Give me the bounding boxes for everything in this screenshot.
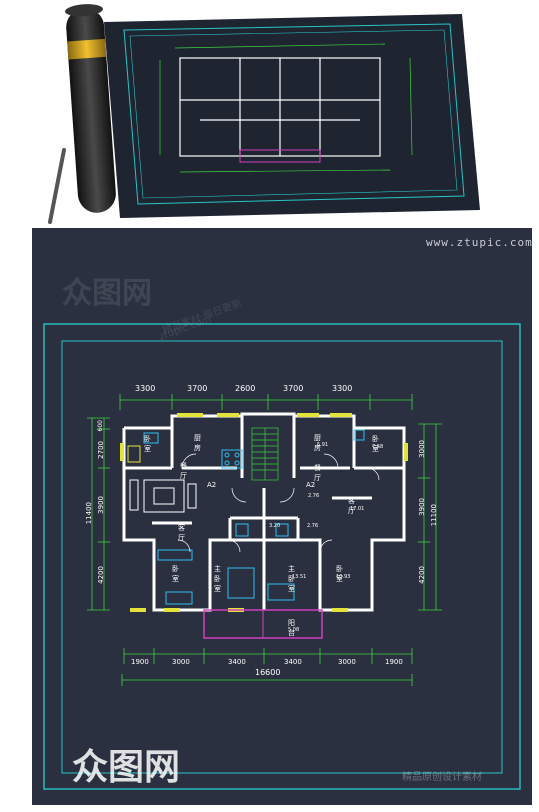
fixtures [143,429,365,605]
kitchen-counter [127,445,141,463]
small-sheet-frame [123,23,465,205]
dim-left-1: 600 [97,420,104,432]
dimension-lines [87,394,442,686]
room-dining-right: 餐厅 [314,464,321,482]
dim-top-3: 2600 [235,384,256,393]
room-balcony-area: 5.08 [288,627,300,633]
room-bedroom-lower-right: 卧室 [336,565,343,583]
room-bedroom-lower-right-area: 10.93 [336,574,351,580]
dim-bottom-3: 3400 [228,658,246,666]
small-floor-plan [179,57,381,157]
outer-frame [43,323,521,790]
dim-top-1: 3300 [135,384,156,393]
room-dining-left: 餐厅 [180,462,187,480]
dim-bottom-1: 1900 [131,658,149,666]
room-bath-area-left: 3.20 [269,523,281,529]
room-kitchen-right: 厨房 [314,434,321,452]
room-bedroom-lower-left: 卧室 [172,565,179,583]
watermark-bottom-text: 精品原创设计素材 [402,772,482,783]
room-master-right: 主卧室 [288,565,295,593]
watermark-logo-top: 众图网 [62,276,152,311]
dim-right-1: 3000 [418,440,426,458]
room-bedroom-upper-right: 卧室 [372,435,379,453]
dim-bottom-6: 1900 [385,658,403,666]
site-url: www.ztupic.com [426,236,533,249]
dim-right-2: 3900 [418,498,426,516]
dim-bottom-4: 3400 [284,658,302,666]
unit-label-left: A2 [207,481,217,489]
dim-top-2: 3700 [187,384,208,393]
dim-bottom-total: 16600 [255,668,281,677]
room-bedroom-upper-right-area: 7.68 [372,444,384,450]
dim-left-4: 4200 [97,566,105,584]
dim-right-total: 11100 [430,504,438,527]
dim-left-2: 2700 [97,441,105,459]
stairs [251,427,279,481]
paper-roll [65,4,116,213]
dim-top-4: 3700 [283,384,304,393]
dim-bottom-2: 3000 [172,658,190,666]
room-hall-area: 2.76 [308,493,320,499]
dim-top-5: 3300 [332,384,353,393]
watermark-logo-bottom: 众图网 [72,747,181,788]
dim-right-3: 4200 [418,566,426,584]
drawing-sheet: www.ztupic.com [32,228,532,805]
room-balcony: 阳台 [288,619,295,637]
floor-plan-drawing [43,323,521,790]
windows [120,413,408,612]
inner-frame [61,340,503,774]
unit-label-right: A2 [306,481,316,489]
dim-bottom-5: 3000 [338,658,356,666]
dim-left-3: 3900 [97,496,105,514]
small-sheet [104,14,480,218]
door-swings [177,453,380,553]
room-living-right-area: 17.01 [350,506,365,512]
living-room-furniture [129,479,197,513]
dim-left-total: 11400 [85,502,93,525]
room-master-left: 主卧室 [214,565,221,593]
pen [48,148,66,224]
room-master-right-area: 13.51 [292,574,307,580]
room-bedroom-upper-left: 卧室 [144,435,151,453]
room-living-right: 客厅 [348,497,355,515]
room-living-left: 客厅 [178,524,185,542]
room-kitchen-left: 厨房 [194,434,201,452]
room-bath-area-right: 2.76 [307,523,319,529]
room-kitchen-right-area: 5.91 [317,442,329,448]
rolled-drawing-scene [48,4,480,224]
